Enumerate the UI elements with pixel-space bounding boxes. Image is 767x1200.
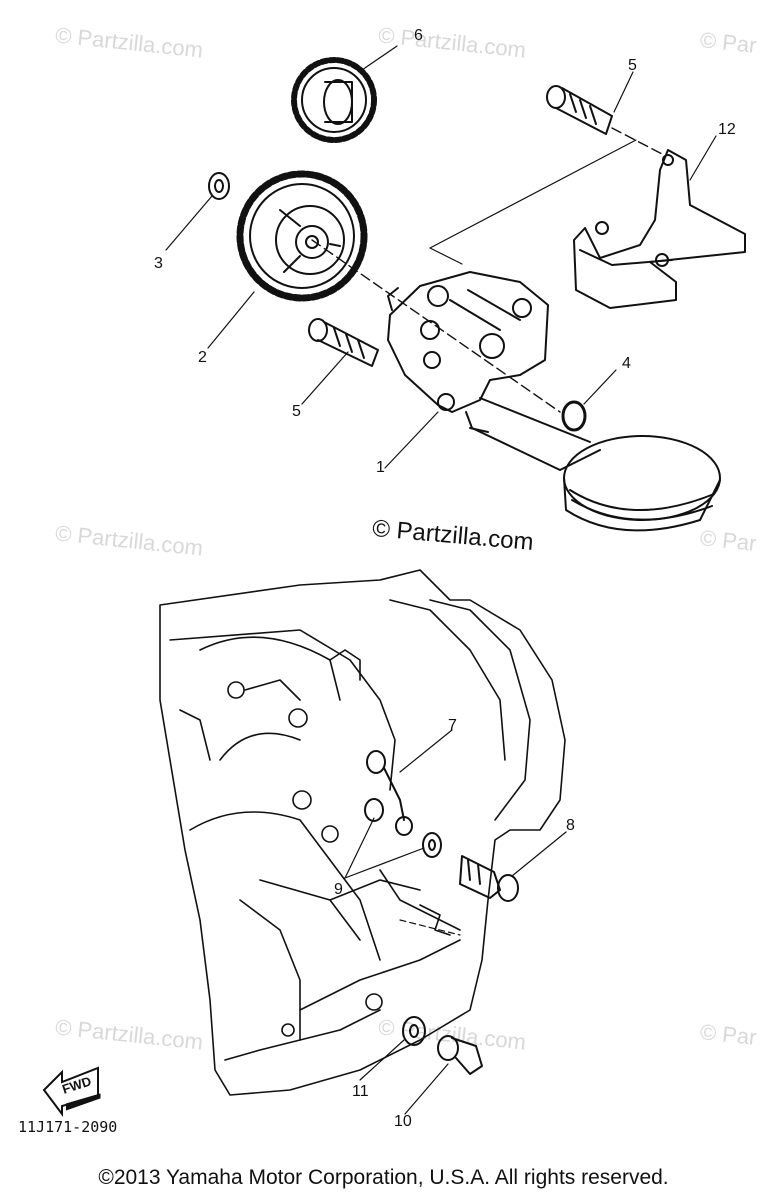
- bracket-part-12: [573, 149, 746, 309]
- copyright-notice: ©2013 Yamaha Motor Corporation, U.S.A. A…: [98, 1166, 669, 1189]
- gear-part-6: [291, 57, 377, 143]
- callout-6: 6: [414, 27, 423, 44]
- callout-9: 9: [334, 881, 343, 898]
- crankcase: [159, 569, 566, 1096]
- bolt-part-5-upper: [546, 85, 613, 135]
- leader-lines: [165, 45, 717, 1115]
- oil-pump-part-1: [387, 271, 721, 532]
- bolt-part-8: [459, 855, 519, 902]
- washer-part-3: [208, 172, 230, 200]
- washer-part-11: [402, 1016, 426, 1046]
- callout-3: 3: [154, 255, 163, 272]
- callout-11: 11: [352, 1083, 369, 1100]
- callout-2: 2: [198, 349, 207, 366]
- gear-part-2: [236, 170, 368, 302]
- callout-5-upper: 5: [628, 57, 637, 74]
- bolt-part-5-lower: [308, 318, 379, 367]
- o-ring-part-4: [561, 400, 587, 432]
- callout-7: 7: [448, 717, 457, 734]
- diagram-code: 11J171-2090: [18, 1118, 118, 1136]
- plug-part-10: [437, 1035, 483, 1075]
- callout-12: 12: [718, 121, 736, 138]
- pipe-part-7: [364, 750, 413, 836]
- fwd-arrow-icon: [42, 1066, 101, 1117]
- callout-4: 4: [622, 355, 631, 372]
- callout-10: 10: [394, 1113, 412, 1130]
- callout-8: 8: [566, 817, 575, 834]
- callout-1: 1: [376, 459, 385, 476]
- washer-part-9: [422, 832, 442, 858]
- callout-5-lower: 5: [292, 403, 301, 420]
